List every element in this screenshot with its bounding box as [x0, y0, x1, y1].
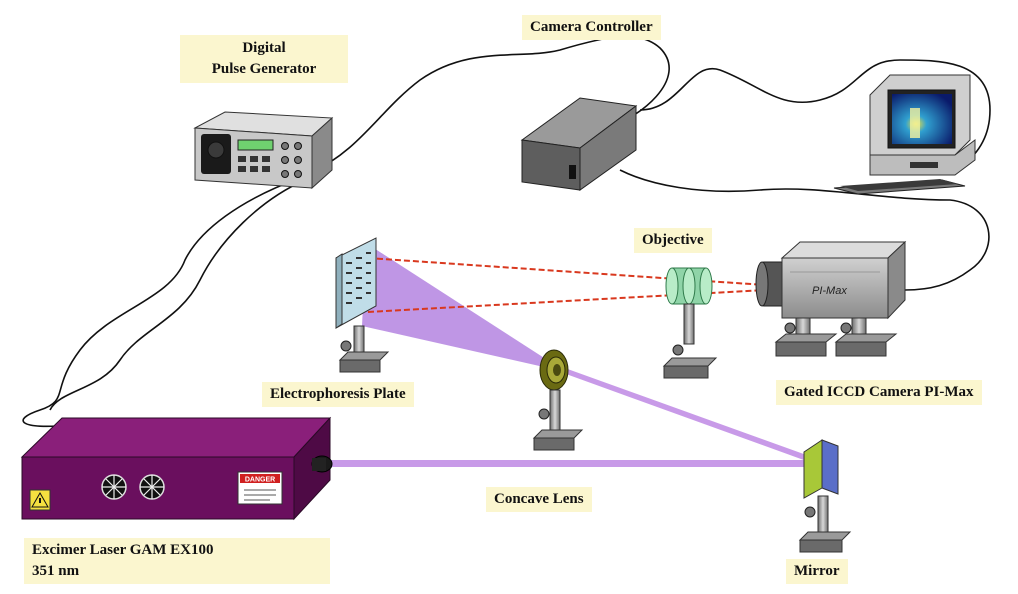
- cable-generator-laser: [22, 177, 301, 428]
- cable-generator-camera: [49, 179, 306, 411]
- label-objective: Objective: [634, 228, 712, 253]
- laser-fan-right: [139, 474, 165, 500]
- label-concave-lens-text: Concave Lens: [494, 491, 584, 507]
- label-objective-text: Objective: [642, 232, 704, 248]
- laser-beam: [330, 243, 812, 467]
- label-electrophoresis-plate-text: Electrophoresis Plate: [270, 386, 406, 402]
- camera-brand-text: PI-Max: [812, 285, 847, 297]
- beam-laser-to-mirror: [330, 460, 805, 467]
- red-beam-lower: [367, 289, 766, 313]
- label-camera-controller-text: Camera Controller: [530, 19, 653, 35]
- cables: [22, 35, 991, 428]
- laser-hazard-icon: [29, 489, 51, 511]
- computer-device: [833, 74, 976, 195]
- electrophoresis-plate-device: [335, 237, 390, 373]
- iccd-camera-device: [755, 240, 907, 357]
- label-pulse-generator-line1: Digital: [242, 40, 286, 56]
- label-mirror-text: Mirror: [794, 563, 840, 579]
- label-gated-iccd: Gated ICCD Camera PI-Max: [776, 380, 982, 405]
- mirror-device: [798, 439, 852, 553]
- beam-cone: [362, 243, 566, 372]
- red-beam-upper: [367, 257, 766, 286]
- label-mirror: Mirror: [786, 559, 848, 584]
- concave-lens-device: [532, 349, 584, 451]
- objective-lens-device: [662, 267, 718, 379]
- cable-controller-camera: [619, 169, 990, 291]
- label-concave-lens: Concave Lens: [486, 487, 592, 512]
- laser-fan-left: [101, 474, 127, 500]
- pulse-generator-device: [193, 111, 334, 190]
- excimer-laser-device: [20, 416, 333, 521]
- label-excimer-laser-line2: 351 nm: [32, 563, 80, 579]
- label-gated-iccd-text: Gated ICCD Camera PI-Max: [784, 384, 974, 400]
- label-excimer-laser-line1: Excimer Laser GAM EX100: [32, 542, 214, 558]
- label-camera-controller: Camera Controller: [522, 15, 661, 40]
- cable-controller-computer: [639, 59, 991, 171]
- label-excimer-laser: Excimer Laser GAM EX100 351 nm: [24, 538, 330, 584]
- camera-controller-device: [520, 97, 638, 191]
- label-electrophoresis-plate: Electrophoresis Plate: [262, 382, 414, 407]
- beam-mirror-to-lens: [562, 367, 812, 463]
- label-pulse-generator: Digital Pulse Generator: [180, 35, 348, 83]
- danger-label-text: DANGER: [245, 477, 275, 484]
- cable-generator-controller: [311, 35, 670, 173]
- label-pulse-generator-line2: Pulse Generator: [211, 61, 317, 77]
